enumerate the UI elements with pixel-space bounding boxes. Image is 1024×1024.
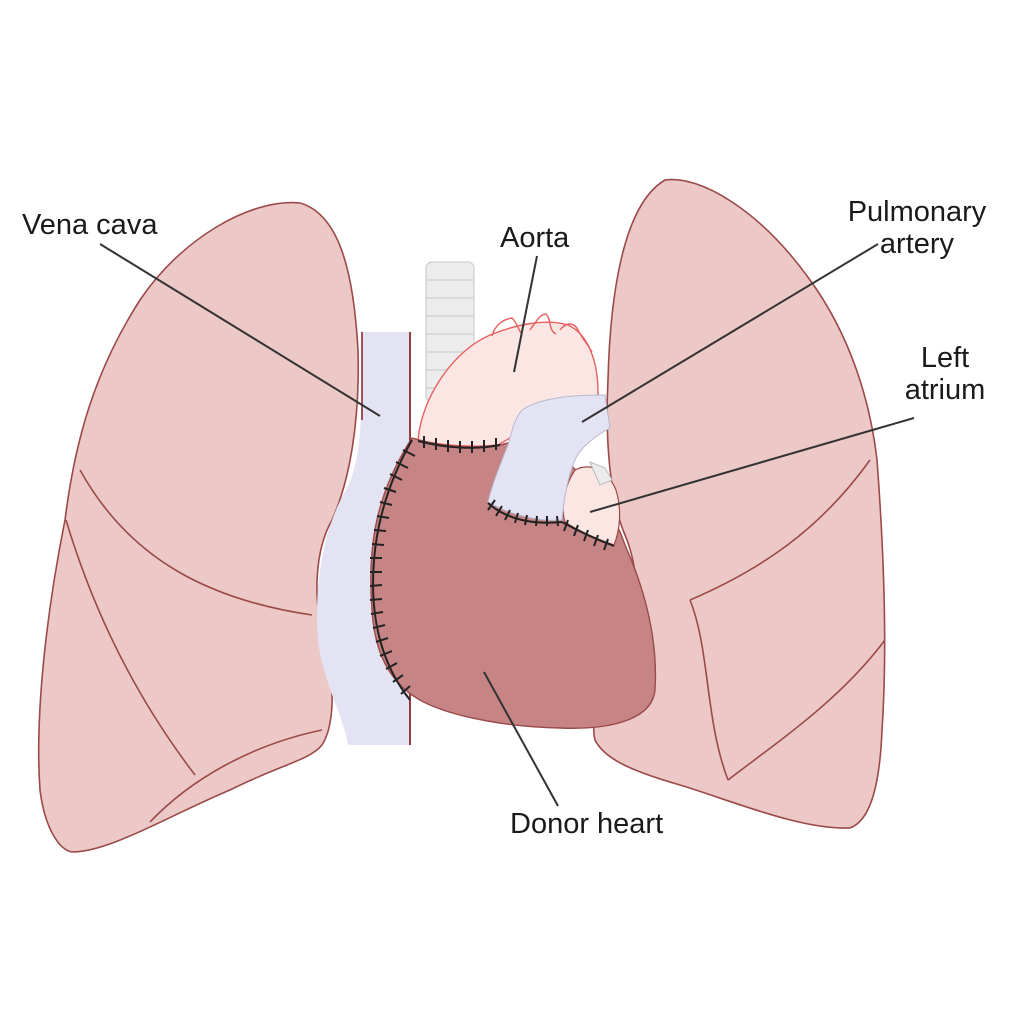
left-lung — [39, 203, 359, 852]
right-lung — [594, 180, 885, 829]
label-aorta: Aorta — [500, 222, 569, 254]
label-pulmonary-artery: Pulmonary artery — [832, 196, 1002, 260]
label-left-atrium: Left atrium — [890, 342, 1000, 406]
label-donor-heart: Donor heart — [510, 808, 663, 840]
label-vena-cava: Vena cava — [22, 209, 157, 241]
